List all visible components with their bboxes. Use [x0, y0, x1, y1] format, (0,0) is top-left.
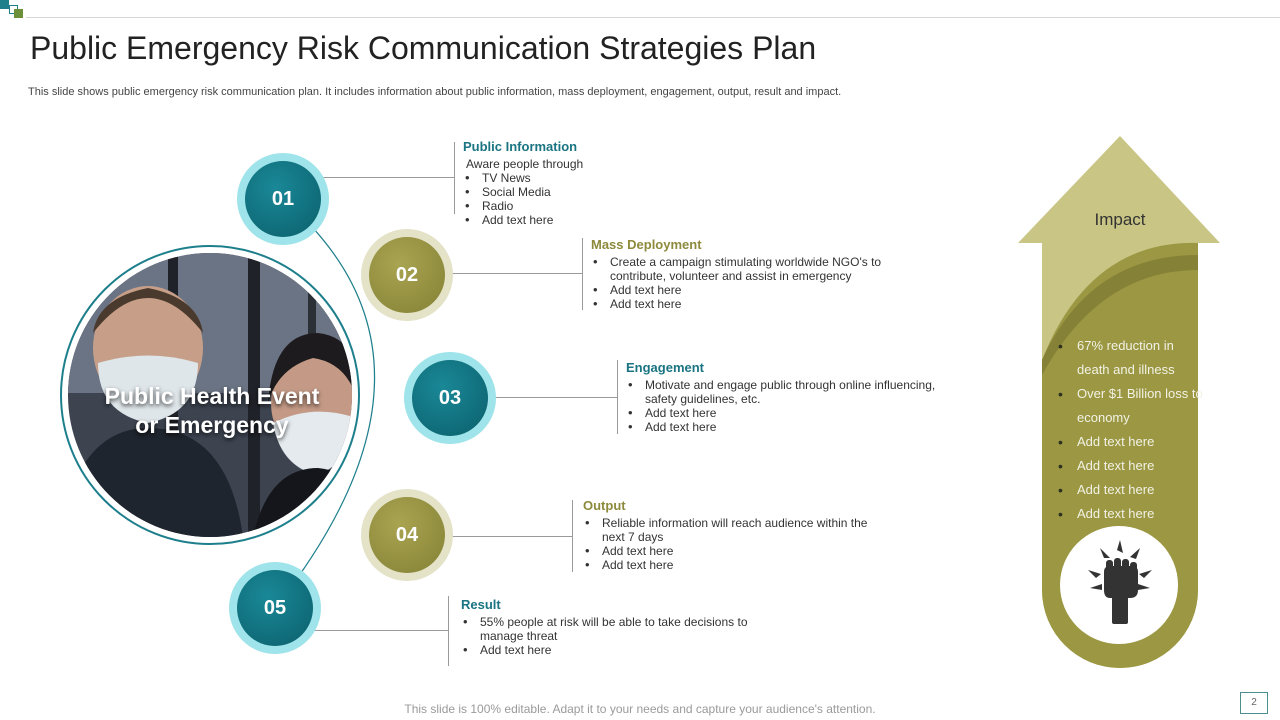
- hub-ring: [60, 245, 360, 545]
- impact-badge: [1060, 526, 1178, 644]
- step-number-05: 05: [237, 570, 313, 646]
- divider-04: [572, 500, 573, 572]
- list-item: 55% people at risk will be able to take …: [461, 615, 761, 643]
- footer-note: This slide is 100% editable. Adapt it to…: [404, 702, 876, 716]
- raised-fist-icon: [1088, 540, 1152, 624]
- step-block-05: Result 55% people at risk will be able t…: [461, 597, 761, 657]
- step-circle-05: 05: [229, 562, 321, 654]
- connector-03: [492, 397, 617, 398]
- step-circle-03: 03: [404, 352, 496, 444]
- logo-square-green: [14, 9, 23, 18]
- connector-05: [314, 630, 448, 631]
- divider-05: [448, 596, 449, 666]
- step-circle-02: 02: [361, 229, 453, 321]
- list-item: Add text here: [1056, 502, 1206, 526]
- step-title-01: Public Information: [463, 139, 578, 154]
- list-item: Add text here: [461, 643, 761, 657]
- step-number-02: 02: [369, 237, 445, 313]
- step-block-01: Public Information Aware people through …: [463, 139, 723, 227]
- list-item: Reliable information will reach audience…: [583, 516, 883, 544]
- impact-list: 67% reduction in death and illness Over …: [1056, 334, 1206, 526]
- divider-03: [617, 360, 618, 434]
- list-item: Add text here: [626, 420, 946, 434]
- page-subtitle: This slide shows public emergency risk c…: [28, 86, 842, 98]
- list-item: Add text here: [591, 283, 891, 297]
- list-item: Add text here: [583, 544, 883, 558]
- step-number-01: 01: [245, 161, 321, 237]
- list-item: Add text here: [1056, 430, 1206, 454]
- step-block-04: Output Reliable information will reach a…: [583, 498, 883, 572]
- list-item: Add text here: [1056, 454, 1206, 478]
- list-item: Social Media: [463, 185, 723, 199]
- step-title-04: Output: [583, 498, 626, 513]
- list-item: Motivate and engage public through onlin…: [626, 378, 946, 406]
- list-item: TV News: [463, 171, 723, 185]
- connector-01: [322, 177, 454, 178]
- step-circle-01: 01: [237, 153, 329, 245]
- list-item: Add text here: [463, 213, 723, 227]
- step-title-03: Engagement: [626, 360, 705, 375]
- step-block-03: Engagement Motivate and engage public th…: [626, 360, 946, 434]
- step-title-02: Mass Deployment: [591, 237, 702, 252]
- step-number-04: 04: [369, 497, 445, 573]
- list-item: Add text here: [583, 558, 883, 572]
- list-item: Add text here: [626, 406, 946, 420]
- list-item: Add text here: [591, 297, 891, 311]
- hub-label: Public Health Event or Emergency: [72, 382, 352, 440]
- connector-04: [448, 536, 572, 537]
- step-intro-01: Aware people through: [466, 157, 584, 171]
- list-item: 67% reduction in death and illness: [1056, 334, 1206, 382]
- list-item: Add text here: [1056, 478, 1206, 502]
- top-divider: [26, 17, 1280, 18]
- logo-square-teal: [0, 0, 9, 9]
- step-title-05: Result: [461, 597, 501, 612]
- step-circle-04: 04: [361, 489, 453, 581]
- list-item: Over $1 Billion loss to economy: [1056, 382, 1206, 430]
- list-item: Create a campaign stimulating worldwide …: [591, 255, 891, 283]
- step-block-02: Mass Deployment Create a campaign stimul…: [591, 237, 891, 311]
- hub-label-line1: Public Health Event: [104, 383, 320, 409]
- hub-label-line2: or Emergency: [135, 412, 289, 438]
- divider-02: [582, 238, 583, 310]
- step-number-03: 03: [412, 360, 488, 436]
- list-item: Radio: [463, 199, 723, 213]
- page-number: 2: [1240, 692, 1268, 714]
- connector-02: [448, 273, 582, 274]
- divider-01: [454, 142, 455, 214]
- page-title: Public Emergency Risk Communication Stra…: [30, 30, 817, 66]
- impact-title: Impact: [1094, 210, 1146, 229]
